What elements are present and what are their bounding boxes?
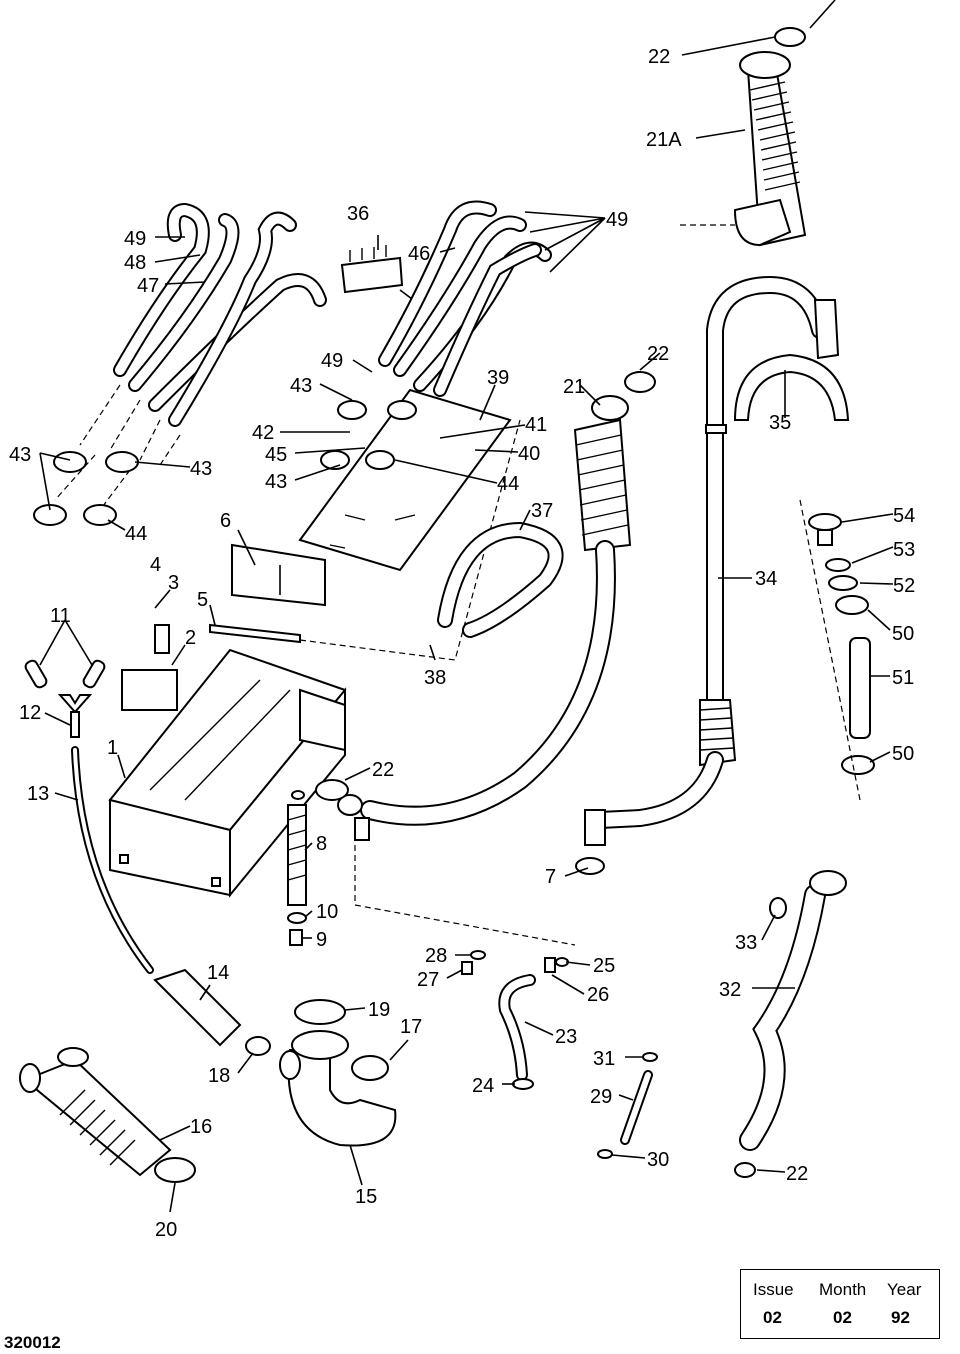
callout-label: 6 <box>220 510 231 532</box>
callout-label: 15 <box>355 1186 377 1208</box>
callout-label: 22 <box>372 759 394 781</box>
callout-label: 18 <box>208 1065 230 1087</box>
parts-32-33 <box>734 870 847 1178</box>
callout-label: 21 <box>563 376 585 398</box>
callout-label: 36 <box>347 203 369 225</box>
drawing-number: 320012 <box>4 1333 61 1352</box>
part-36-clip <box>340 235 421 306</box>
callout-label: 48 <box>124 252 146 274</box>
callout-label: 22 <box>648 46 670 68</box>
callout-label: 25 <box>593 955 615 977</box>
callout-label: 29 <box>590 1086 612 1108</box>
year-header: Year <box>887 1280 922 1299</box>
couplings-left <box>33 451 139 526</box>
part-34-standpipe <box>584 275 840 846</box>
callout-label: 3 <box>168 572 179 594</box>
callout-label: 39 <box>487 367 509 389</box>
callout-label: 2 <box>185 627 196 649</box>
parts-8-9-10 <box>287 779 349 946</box>
part-35-bracket <box>733 353 850 421</box>
callout-label: 26 <box>587 984 609 1006</box>
callout-label: 50 <box>892 743 914 765</box>
callout-label: 49 <box>321 350 343 372</box>
callout-label: 40 <box>518 443 540 465</box>
part-21A-bellows <box>680 0 836 247</box>
callout-label: 8 <box>316 833 327 855</box>
callout-label: 16 <box>190 1116 212 1138</box>
callout-label: 22 <box>647 343 669 365</box>
part-37-hose <box>437 521 564 638</box>
issue-date-box: Issue Month Year 02 02 92 <box>740 1269 940 1339</box>
callout-label: 4 <box>150 554 161 576</box>
parts-23-31 <box>461 950 658 1159</box>
parts-50-54 <box>799 499 875 801</box>
hose-bundle-left <box>54 202 327 511</box>
hose-bundle-middle <box>378 200 552 397</box>
callout-label: 37 <box>531 500 553 522</box>
part-6-panel <box>231 543 326 607</box>
issue-value: 02 <box>763 1308 782 1327</box>
part-1-tray <box>108 623 347 898</box>
callout-label: 27 <box>417 969 439 991</box>
month-value: 02 <box>833 1308 852 1327</box>
callout-label: 43 <box>265 471 287 493</box>
callout-label: 21A <box>646 129 682 151</box>
parts-11-12-13 <box>24 659 154 974</box>
callout-label: 1 <box>107 737 118 759</box>
year-value: 92 <box>891 1308 910 1327</box>
month-header: Month <box>819 1280 867 1299</box>
parts-15-17-19 <box>279 999 397 1147</box>
callout-label: 38 <box>424 667 446 689</box>
callout-label: 49 <box>606 209 628 231</box>
callout-label: 33 <box>735 932 757 954</box>
callout-label: 47 <box>137 275 159 297</box>
callout-label: 43 <box>290 375 312 397</box>
callout-label: 43 <box>9 444 31 466</box>
callout-label: 17 <box>400 1016 422 1038</box>
callout-label: 20 <box>155 1219 177 1241</box>
callout-label: 34 <box>755 568 777 590</box>
part-7-clamp <box>575 857 605 875</box>
callout-label: 44 <box>125 523 147 545</box>
callout-label: 42 <box>252 422 274 444</box>
callout-label: 5 <box>197 589 208 611</box>
callout-label: 13 <box>27 783 49 805</box>
callout-labels: 22 21A 49 48 47 36 46 49 49 43 39 21 22 … <box>9 46 915 1241</box>
callout-label: 43 <box>190 458 212 480</box>
callout-label: 51 <box>892 667 914 689</box>
callout-label: 9 <box>316 929 327 951</box>
callout-label: 44 <box>497 473 519 495</box>
part-21-bellows-hose <box>337 371 656 841</box>
callout-label: 28 <box>425 945 447 967</box>
callout-label: 52 <box>893 575 915 597</box>
callout-label: 30 <box>647 1149 669 1171</box>
parts-14-16-18-20 <box>19 968 271 1183</box>
callout-label: 31 <box>593 1048 615 1070</box>
callout-label: 24 <box>472 1075 494 1097</box>
callout-label: 22 <box>786 1163 808 1185</box>
issue-header: Issue <box>753 1280 794 1299</box>
callout-label: 11 <box>50 605 71 627</box>
callout-label: 23 <box>555 1026 577 1048</box>
callout-label: 54 <box>893 505 915 527</box>
callout-label: 19 <box>368 999 390 1021</box>
callout-label: 46 <box>408 243 430 265</box>
callout-label: 53 <box>893 539 915 561</box>
callout-label: 50 <box>892 623 914 645</box>
callout-label: 14 <box>207 962 229 984</box>
callout-label: 12 <box>19 702 41 724</box>
callout-label: 32 <box>719 979 741 1001</box>
callout-label: 35 <box>769 412 791 434</box>
callout-label: 7 <box>545 866 556 888</box>
callout-label: 49 <box>124 228 146 250</box>
callout-label: 45 <box>265 444 287 466</box>
callout-label: 41 <box>525 414 547 436</box>
leader-lines <box>39 36 894 1213</box>
callout-label: 10 <box>316 901 338 923</box>
